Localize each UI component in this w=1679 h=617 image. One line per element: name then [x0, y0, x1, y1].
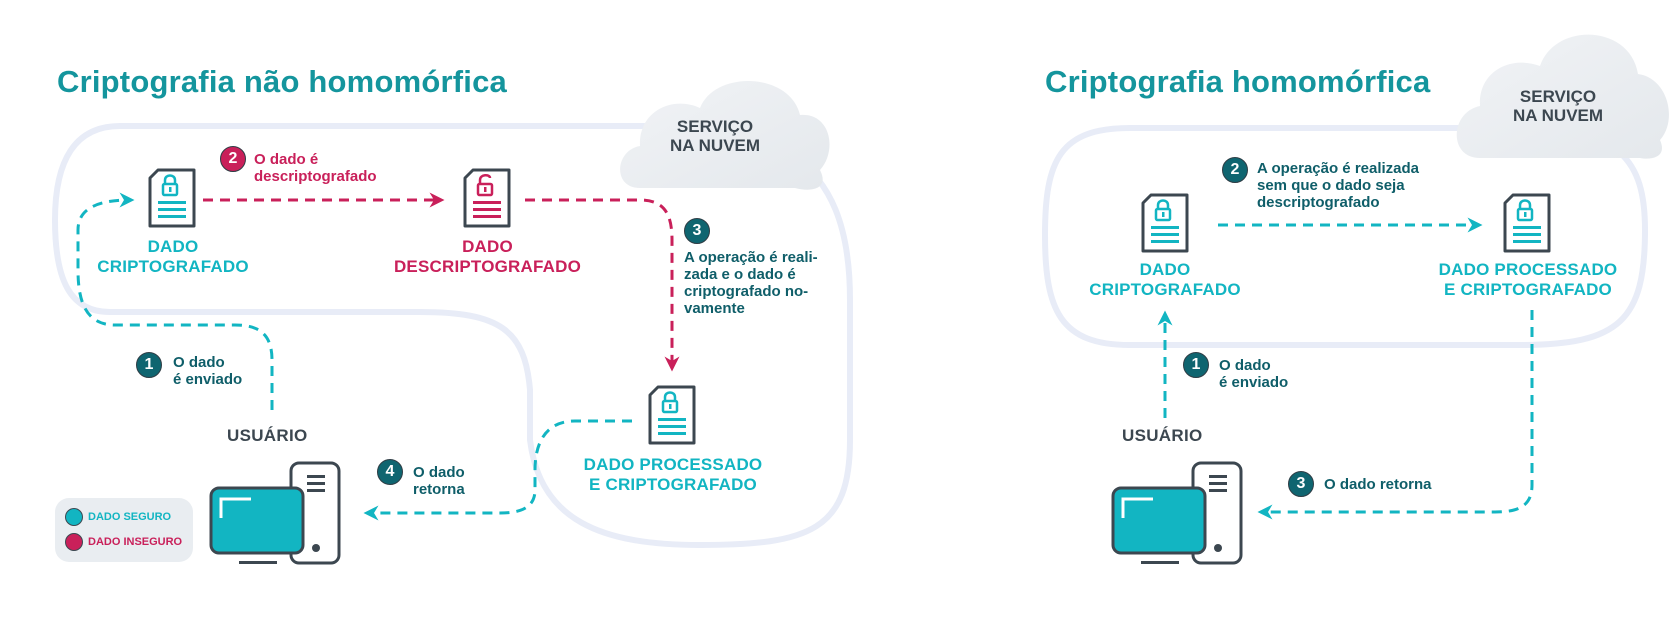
legend-label: DADO INSEGURO	[88, 536, 183, 548]
cloud-label-line: SERVIÇO	[676, 117, 754, 136]
legend: DADO SEGURO DADO INSEGURO	[55, 498, 193, 562]
legend-label: DADO SEGURO	[88, 511, 172, 523]
node-label-line: DESCRIPTOGRAFADO	[393, 257, 582, 276]
step-text-line: O dado é	[254, 151, 319, 168]
node-label-line: DADO	[1139, 260, 1191, 279]
unsafe-dot-icon	[65, 533, 83, 551]
node-label-line: DADO	[147, 237, 199, 256]
node-label-line: E CRIPTOGRAFADO	[589, 475, 757, 494]
cloud-label-line: SERVIÇO	[1519, 87, 1597, 106]
step-badge-2: 2	[220, 146, 246, 172]
legend-item-unsafe: DADO INSEGURO	[65, 533, 182, 551]
step-badge-1: 1	[136, 352, 162, 378]
left-cloud-label: SERVIÇO NA NUVEM	[670, 117, 760, 155]
step-badge-4: 4	[377, 459, 403, 485]
left-user-label: USUÁRIO	[227, 426, 308, 445]
left-step-2-text: O dado é descriptografado	[254, 151, 377, 185]
right-arrow-step-3	[1257, 310, 1534, 520]
step-text-line: sem que o dado seja	[1257, 177, 1405, 194]
right-node-processed: DADO PROCESSADO E CRIPTOGRAFADO	[1428, 260, 1628, 300]
node-label-line: DADO	[462, 237, 513, 256]
step-text-line: O dado	[173, 354, 225, 371]
left-title: Criptografia não homomórfica	[57, 64, 507, 99]
right-step-3-text: O dado retorna	[1324, 476, 1432, 493]
safe-dot-icon	[65, 508, 83, 526]
right-node-encrypted: DADO CRIPTOGRAFADO	[1080, 260, 1250, 300]
right-title: Criptografia homomórfica	[1045, 64, 1431, 99]
left-step-3-text: A operação é reali- zada e o dado é crip…	[684, 249, 818, 317]
left-node-encrypted: DADO CRIPTOGRAFADO	[88, 237, 258, 277]
left-arrow-step-1	[76, 192, 274, 410]
step-text-line: O dado	[413, 464, 465, 481]
step-badge-2: 2	[1222, 157, 1248, 183]
computer-icon	[1111, 461, 1243, 565]
step-text-line: O dado	[1219, 357, 1271, 374]
left-step-4-text: O dado retorna	[413, 464, 465, 498]
step-text-line: A operação é reali-	[684, 249, 818, 266]
step-text-line: é enviado	[173, 371, 243, 388]
step-text-line: retorna	[413, 481, 465, 498]
locked-document-icon	[148, 168, 196, 228]
step-text-line: vamente	[684, 300, 745, 317]
step-badge-3: 3	[1288, 471, 1314, 497]
right-step-1-text: O dado é enviado	[1219, 357, 1288, 391]
computer-icon	[209, 461, 341, 565]
step-text-line: O dado retorna	[1324, 476, 1432, 493]
step-text-line: zada e o dado é	[684, 266, 796, 283]
node-label-line: DADO PROCESSADO	[1438, 260, 1618, 279]
left-cloud-shape	[620, 81, 830, 190]
left-node-processed: DADO PROCESSADO E CRIPTOGRAFADO	[573, 455, 773, 495]
node-label-line: E CRIPTOGRAFADO	[1444, 280, 1612, 299]
node-label-line: DADO PROCESSADO	[583, 455, 763, 474]
left-arrow-step-3	[525, 198, 680, 372]
step-text-line: A operação é realizada	[1257, 160, 1420, 177]
right-user-label: USUÁRIO	[1122, 426, 1203, 445]
step-text-line: é enviado	[1219, 374, 1289, 391]
locked-document-icon	[1141, 193, 1189, 253]
left-node-decrypted: DADO DESCRIPTOGRAFADO	[385, 237, 590, 277]
legend-item-safe: DADO SEGURO	[65, 508, 171, 526]
cloud-label-line: NA NUVEM	[1513, 106, 1604, 125]
step-badge-1: 1	[1183, 352, 1209, 378]
left-step-1-text: O dado é enviado	[173, 354, 242, 388]
step-badge-3: 3	[684, 218, 710, 244]
step-text-line: descriptografado	[254, 168, 377, 185]
left-cloud-boundary	[51, 123, 853, 549]
right-step-2-text: A operação é realizada sem que o dado se…	[1257, 160, 1419, 211]
step-text-line: criptografado no-	[684, 283, 809, 300]
node-label-line: CRIPTOGRAFADO	[97, 257, 249, 276]
left-arrow-step-4	[363, 419, 632, 521]
unlocked-document-icon	[463, 168, 511, 228]
node-label-line: CRIPTOGRAFADO	[1089, 280, 1241, 299]
cloud-label-line: NA NUVEM	[670, 136, 761, 155]
locked-document-icon	[648, 385, 696, 445]
right-cloud-shape	[1456, 34, 1669, 159]
right-cloud-boundary	[1041, 125, 1649, 348]
right-cloud-label: SERVIÇO NA NUVEM	[1513, 87, 1603, 125]
locked-document-icon	[1503, 193, 1551, 253]
step-text-line: descriptografado	[1257, 194, 1380, 211]
